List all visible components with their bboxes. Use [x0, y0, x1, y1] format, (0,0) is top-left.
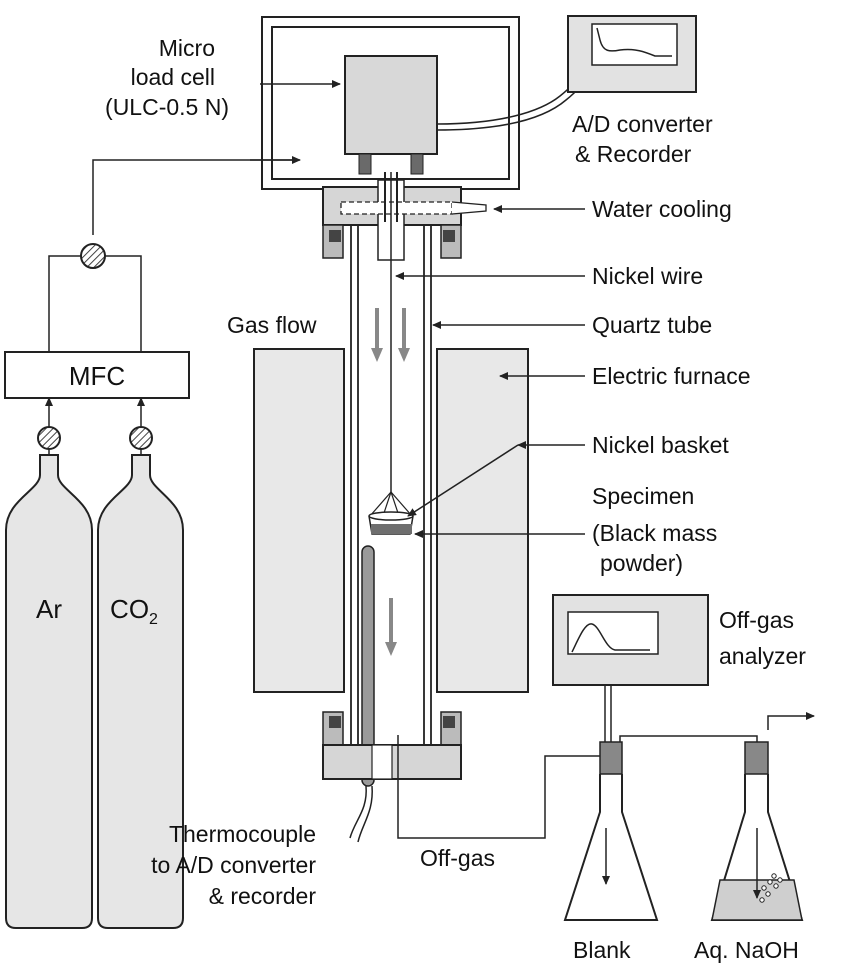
- thermocouple-label-1: Thermocouple: [169, 821, 316, 847]
- co2-cylinder: CO2: [97, 454, 184, 929]
- micro-load-cell-label-3: (ULC-0.5 N): [105, 94, 229, 120]
- specimen-powder: [371, 524, 412, 534]
- blank-flask: [563, 741, 659, 921]
- co2-label: CO2: [110, 594, 158, 628]
- specimen-label-3: powder): [600, 550, 683, 576]
- electric-furnace: [253, 348, 529, 693]
- quartz-tube: [350, 225, 432, 745]
- offgas-label: Off-gas: [420, 845, 495, 871]
- gas-flow-label: Gas flow: [227, 312, 317, 338]
- bottom-flange: [322, 711, 462, 780]
- top-flange: [322, 179, 487, 261]
- nickel-wire-label: Nickel wire: [592, 263, 703, 289]
- mfc-box: MFC: [4, 351, 190, 399]
- main-valve: [80, 243, 106, 269]
- recorder-trace: [596, 27, 672, 57]
- callout-arrows: [260, 80, 585, 538]
- naoh-flask: [710, 741, 804, 921]
- water-cooling-label: Water cooling: [592, 196, 732, 222]
- ar-valve: [37, 426, 61, 450]
- ad-converter-label-2: & Recorder: [575, 141, 692, 167]
- specimen-label-2: (Black mass: [592, 520, 717, 546]
- ar-label: Ar: [36, 594, 62, 624]
- ad-converter-recorder: [567, 15, 697, 93]
- analyzer-trace: [571, 623, 650, 653]
- gas-flow-arrows: [371, 308, 410, 656]
- offgas-analyzer-label-2: analyzer: [719, 643, 806, 669]
- nickel-basket-label: Nickel basket: [592, 432, 729, 458]
- co2-valve: [129, 426, 153, 450]
- micro-load-cell-label-1: Micro: [159, 35, 215, 61]
- blank-label: Blank: [573, 937, 631, 963]
- offgas-analyzer-label-1: Off-gas: [719, 607, 794, 633]
- mfc-label: MFC: [69, 361, 125, 391]
- gas-bubbles: [759, 873, 783, 903]
- ar-cylinder: Ar: [5, 454, 93, 929]
- thermocouple-label-3: & recorder: [209, 883, 317, 909]
- ad-converter-label-1: A/D converter: [572, 111, 713, 137]
- thermocouple-label-2: to A/D converter: [151, 852, 316, 878]
- quartz-tube-label: Quartz tube: [592, 312, 712, 338]
- specimen-label-1: Specimen: [592, 483, 694, 509]
- micro-load-cell-label-2: load cell: [131, 64, 215, 90]
- electric-furnace-label: Electric furnace: [592, 363, 751, 389]
- offgas-analyzer: [552, 594, 709, 760]
- aq-naoh-label: Aq. NaOH: [694, 937, 799, 963]
- micro-load-cell: [344, 55, 438, 175]
- thermocouple: [349, 545, 375, 843]
